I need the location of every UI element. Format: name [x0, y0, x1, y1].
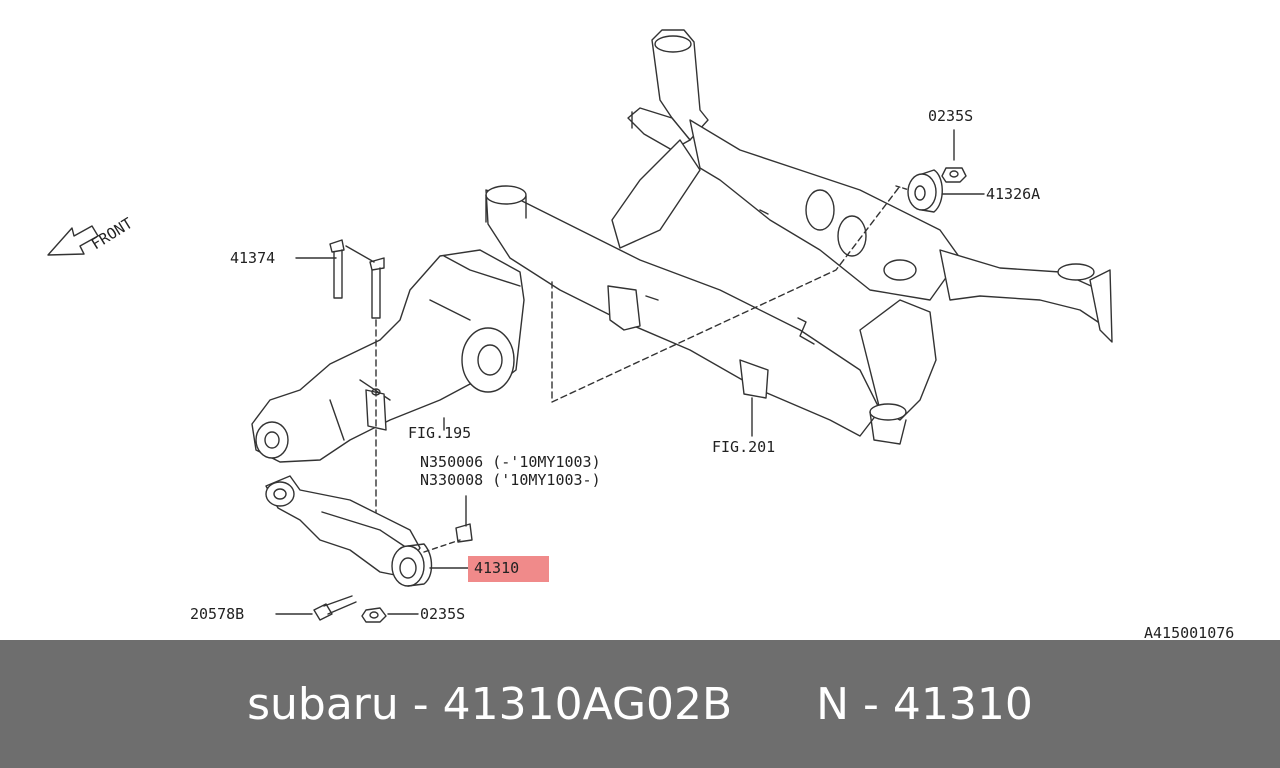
rear-subframe-drawing: [485, 29, 1113, 445]
label-fig195: FIG.195: [408, 424, 472, 442]
ref-number: 41310: [892, 678, 1033, 730]
brand-name: subaru: [247, 678, 399, 730]
label-20578b: 20578B: [190, 605, 245, 623]
spacer: [732, 679, 816, 730]
label-41326a: 41326A: [986, 185, 1041, 203]
label-n350006: N350006 (-'10MY1003): [420, 453, 601, 471]
label-n330008: N330008 ('10MY1003-): [420, 471, 601, 489]
leader-lines: [275, 257, 753, 615]
front-arrow-icon: [47, 225, 99, 256]
diagram-drawing: [47, 29, 1113, 623]
reference-code: A415001076: [1144, 624, 1235, 642]
part-number: 41310AG02B: [442, 678, 733, 730]
differential-drawing: [251, 249, 525, 463]
bushing-41326a-drawing: [907, 129, 985, 213]
ref-prefix: N: [816, 678, 850, 730]
label-0235s-bottom: 0235S: [420, 605, 466, 623]
separator-dash-2: -: [849, 678, 893, 730]
bolt-20578b-drawing: [313, 595, 387, 623]
label-0235s-top: 0235S: [928, 107, 974, 125]
label-fig201: FIG.201: [712, 438, 776, 456]
part-footer-bar: subaru - 41310AG02B N - 41310: [0, 640, 1280, 768]
label-41374: 41374: [230, 249, 276, 267]
arm-41310-drawing: [265, 475, 473, 587]
parts-diagram: FRONT 0235S 41326A 41374 FIG.195 FIG.201…: [47, 29, 1235, 642]
label-41310-highlighted: 41310: [468, 556, 549, 582]
separator-dash: -: [398, 678, 443, 730]
